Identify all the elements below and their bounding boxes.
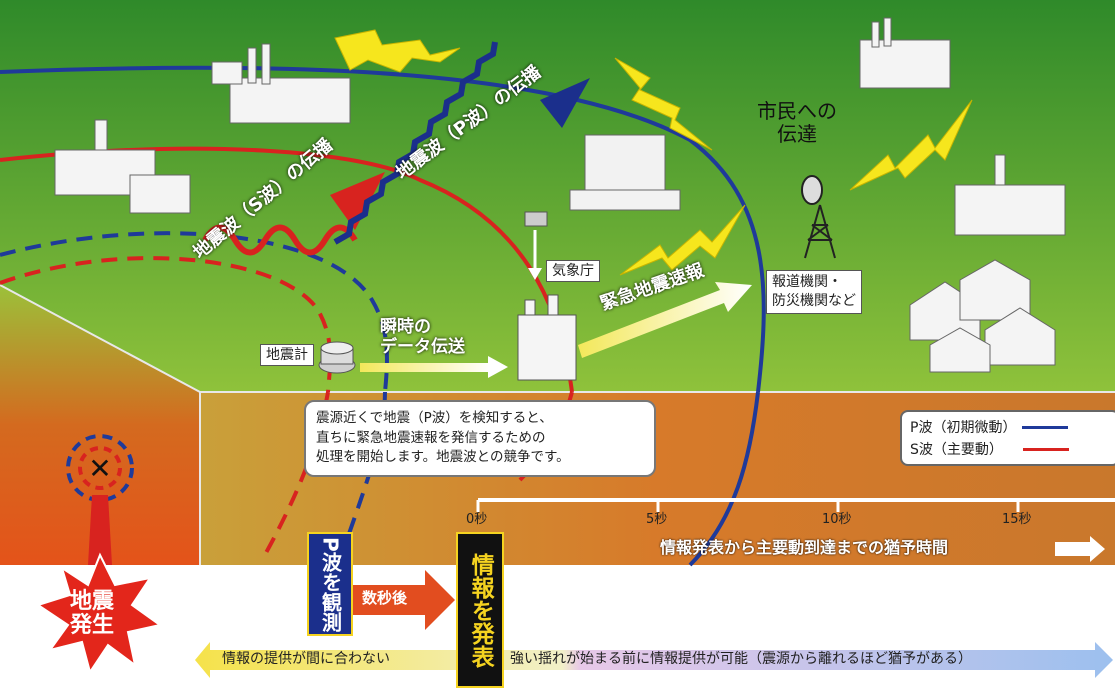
data-transfer-label-line1: 瞬時の bbox=[380, 317, 431, 337]
timeline-caption: 情報発表から主要動到達までの猶予時間 bbox=[660, 538, 949, 557]
tick-0: 0秒 bbox=[466, 512, 488, 527]
s-wave-arrow bbox=[202, 224, 358, 256]
jma-building-icon bbox=[517, 211, 577, 381]
explanation-line3: 処理を開始します。地震波との競争です。 bbox=[316, 449, 570, 466]
explanation-line2: 直ちに緊急地震速報を発信するための bbox=[316, 429, 546, 446]
observe-p-wave-box: P波を観測 bbox=[307, 532, 353, 636]
houses-icon bbox=[909, 259, 1056, 373]
antenna-tower-icon bbox=[801, 175, 836, 259]
starburst-icon bbox=[35, 552, 163, 675]
citizens-label-line2: 伝達 bbox=[777, 122, 817, 146]
tick-15: 15秒 bbox=[1002, 512, 1032, 527]
legend-s-swatch bbox=[1022, 447, 1069, 451]
tick-5: 5秒 bbox=[646, 512, 668, 527]
data-transfer-arrow bbox=[360, 363, 490, 372]
earthquake-label-line2: 発生 bbox=[70, 613, 115, 639]
data-transfer-label-line2: データ伝送 bbox=[380, 336, 465, 357]
p-wave-arrow bbox=[333, 41, 498, 245]
too-late-label: 情報の提供が間に合わない bbox=[222, 651, 390, 667]
bottom-arrow bbox=[195, 642, 1113, 678]
few-seconds-label: 数秒後 bbox=[362, 589, 408, 607]
jma-label: 気象庁 bbox=[546, 260, 600, 283]
legend-p-label: P波（初期微動） bbox=[910, 420, 1017, 436]
eew-arrow bbox=[578, 282, 752, 358]
legend-p-swatch bbox=[1022, 425, 1069, 429]
few-seconds-arrow bbox=[350, 570, 455, 630]
media-label: 報道機関・ 防災機関など bbox=[766, 270, 862, 314]
announce-box: 情報を発表 bbox=[456, 532, 504, 688]
legend: P波（初期微動） S波（主要動） bbox=[900, 410, 1115, 466]
lightning-icon bbox=[334, 29, 973, 276]
legend-row-p: P波（初期微動） bbox=[910, 416, 1110, 438]
data-transfer-label: 瞬時の データ伝送 bbox=[380, 317, 465, 357]
citizens-label: 市民への 伝達 bbox=[757, 100, 837, 146]
ground-section-left bbox=[0, 285, 200, 565]
epicenter-x-icon: ✕ bbox=[66, 434, 134, 502]
legend-row-s: S波（主要動） bbox=[910, 438, 1110, 460]
earthquake-label-line1: 地震 bbox=[70, 589, 115, 614]
citizens-label-line1: 市民への bbox=[757, 99, 837, 123]
explanation-bubble: 震源近くで地震（P波）を検知すると、 直ちに緊急地震速報を発信するための 処理を… bbox=[304, 400, 656, 477]
factory-icon bbox=[54, 17, 1066, 236]
explanation-line1: 震源近くで地震（P波）を検知すると、 bbox=[316, 410, 553, 426]
possible-label: 強い揺れが始まる前に情報提供が可能（震源から離れるほど猶予がある） bbox=[510, 651, 972, 667]
legend-s-label: S波（主要動） bbox=[910, 442, 1003, 458]
svg-text:✕: ✕ bbox=[88, 452, 111, 485]
media-label-line2: 防災機関など bbox=[772, 292, 856, 309]
office-building-icon bbox=[569, 134, 681, 211]
media-label-line1: 報道機関・ bbox=[772, 274, 842, 290]
earthquake-occurs-label: 地震 発生 bbox=[70, 589, 115, 639]
seismometer-icon bbox=[318, 341, 356, 374]
seismometer-label: 地震計 bbox=[260, 344, 314, 367]
tick-10: 10秒 bbox=[822, 512, 852, 527]
